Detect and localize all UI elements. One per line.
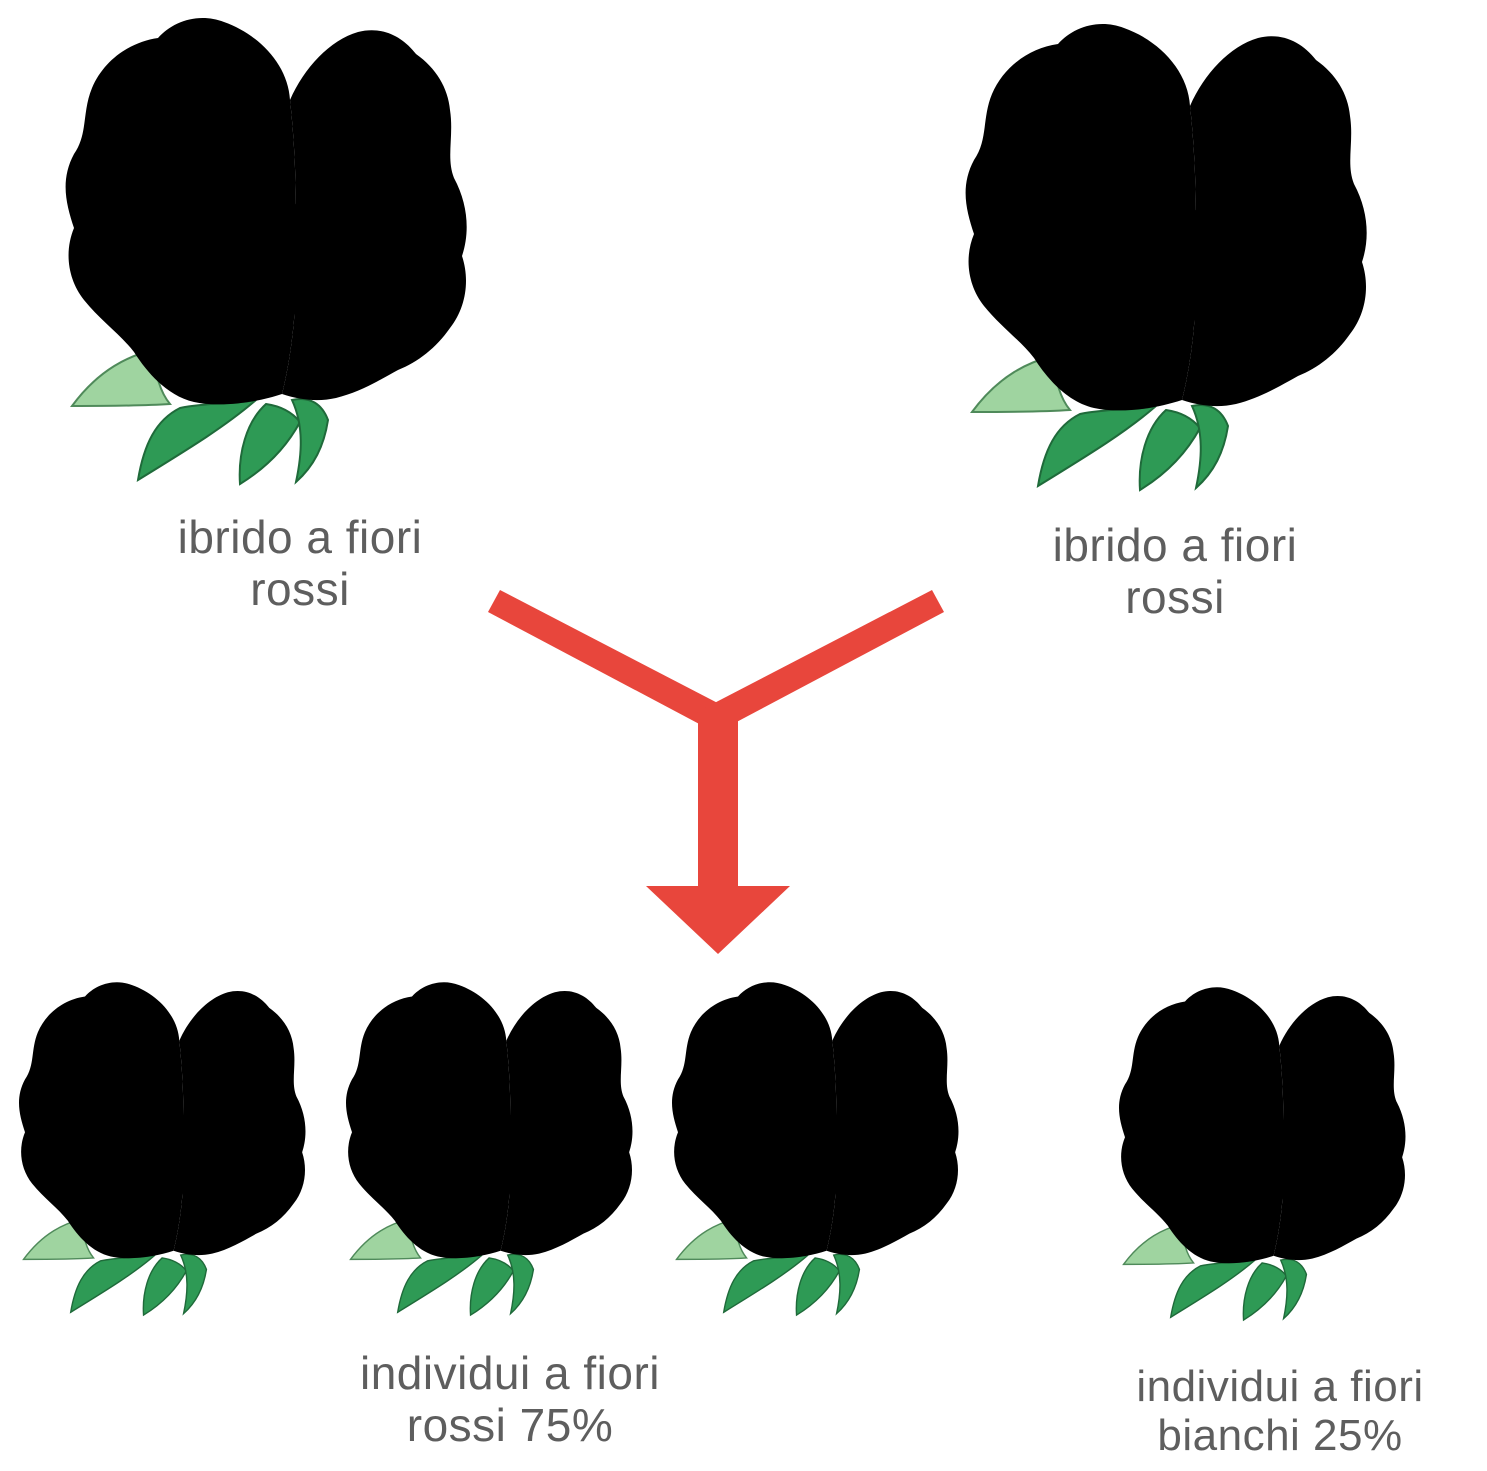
offspring-white-flower-icon — [1115, 980, 1415, 1323]
parent-right-label: ibrido a fiori rossi — [985, 520, 1365, 623]
offspring-white-label-line1: individui a fiori — [1080, 1362, 1480, 1411]
parent-left-label: ibrido a fiori rossi — [110, 512, 490, 615]
offspring-red-label: individui a fiori rossi 75% — [290, 1348, 730, 1451]
offspring-red-label-line2: rossi 75% — [290, 1400, 730, 1452]
parent-left-label-line2: rossi — [110, 564, 490, 616]
offspring-red-flower-1-icon — [15, 975, 315, 1318]
offspring-white-label: individui a fiori bianchi 25% — [1080, 1362, 1480, 1461]
parent-right-red-flower-icon — [960, 14, 1380, 494]
parent-right-label-line2: rossi — [985, 572, 1365, 624]
offspring-red-flower-2-icon — [342, 975, 642, 1318]
parent-left-label-line1: ibrido a fiori — [110, 512, 490, 564]
parent-right-label-line1: ibrido a fiori — [985, 520, 1365, 572]
offspring-red-flower-3-icon — [668, 975, 968, 1318]
offspring-red-label-line1: individui a fiori — [290, 1348, 730, 1400]
offspring-white-label-line2: bianchi 25% — [1080, 1411, 1480, 1460]
parent-left-red-flower-icon — [60, 8, 480, 488]
